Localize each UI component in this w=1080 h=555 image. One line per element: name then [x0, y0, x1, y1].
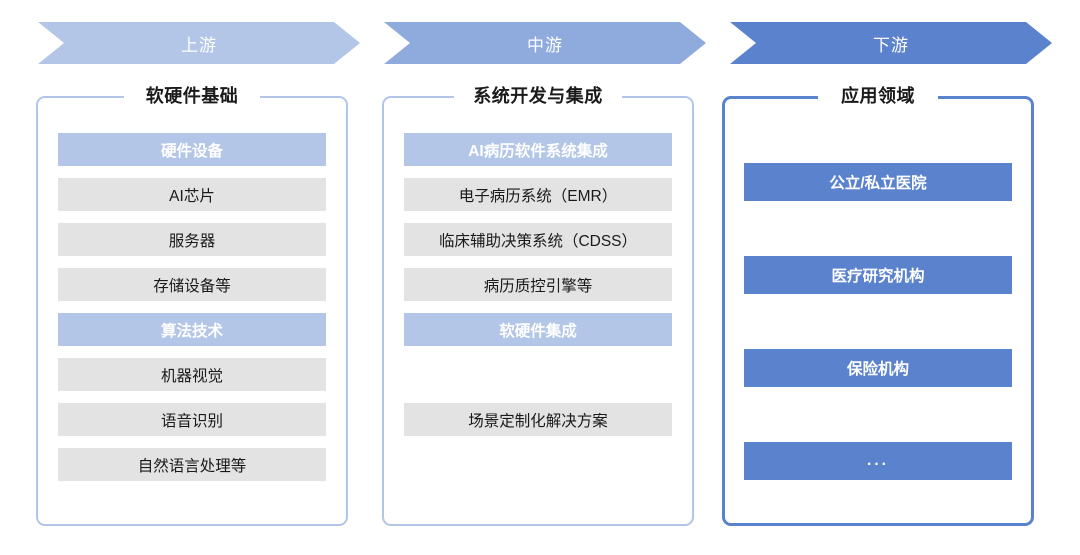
list-item[interactable]: AI芯片 — [58, 178, 326, 211]
column-midstream-title: 系统开发与集成 — [473, 86, 603, 106]
stage-arrow-midstream[interactable]: 中游 — [384, 22, 706, 64]
column-downstream-title-notch — [818, 89, 938, 105]
list-item[interactable]: 软硬件集成 — [404, 313, 672, 346]
column-midstream: 系统开发与集成 AI病历软件系统集成 电子病历系统（EMR） 临床辅助决策系统（… — [382, 78, 694, 526]
list-item[interactable]: 场景定制化解决方案 — [404, 403, 672, 436]
stage-arrow-midstream-label: 中游 — [527, 35, 563, 55]
list-item[interactable]: 硬件设备 — [58, 133, 326, 166]
list-item[interactable]: 算法技术 — [58, 313, 326, 346]
column-upstream-title-notch — [124, 89, 260, 105]
column-midstream-items: AI病历软件系统集成 电子病历系统（EMR） 临床辅助决策系统（CDSS） 病历… — [404, 133, 672, 512]
list-item[interactable]: 机器视觉 — [58, 358, 326, 391]
column-upstream-title: 软硬件基础 — [145, 86, 239, 106]
stage-arrow-downstream-label: 下游 — [873, 35, 909, 55]
list-item[interactable]: 临床辅助决策系统（CDSS） — [404, 223, 672, 256]
stage-arrow-downstream[interactable]: 下游 — [730, 22, 1052, 64]
stage-arrow-row: 上游 中游 下游 — [0, 0, 1080, 78]
stage-arrow-upstream[interactable]: 上游 — [38, 22, 360, 64]
list-item[interactable]: 存储设备等 — [58, 268, 326, 301]
column-downstream-title: 应用领域 — [841, 86, 915, 106]
list-item[interactable]: 医疗研究机构 — [744, 256, 1012, 294]
list-item[interactable]: AI病历软件系统集成 — [404, 133, 672, 166]
list-item[interactable]: 病历质控引擎等 — [404, 268, 672, 301]
list-item[interactable]: 服务器 — [58, 223, 326, 256]
stage-columns: 软硬件基础 硬件设备 AI芯片 服务器 存储设备等 算法技术 机器视觉 语音识别… — [0, 78, 1080, 555]
column-midstream-title-notch — [454, 89, 622, 105]
list-item[interactable]: 公立/私立医院 — [744, 163, 1012, 201]
column-downstream-items: 公立/私立医院 医疗研究机构 保险机构 ... — [744, 133, 1012, 512]
list-item[interactable]: 语音识别 — [58, 403, 326, 436]
list-item[interactable]: 电子病历系统（EMR） — [404, 178, 672, 211]
column-upstream: 软硬件基础 硬件设备 AI芯片 服务器 存储设备等 算法技术 机器视觉 语音识别… — [36, 78, 348, 526]
list-item[interactable]: ... — [744, 442, 1012, 480]
column-upstream-items: 硬件设备 AI芯片 服务器 存储设备等 算法技术 机器视觉 语音识别 自然语言处… — [58, 133, 326, 512]
list-item[interactable]: 保险机构 — [744, 349, 1012, 387]
stage-arrow-upstream-label: 上游 — [181, 35, 217, 55]
list-item[interactable]: 自然语言处理等 — [58, 448, 326, 481]
column-downstream: 应用领域 公立/私立医院 医疗研究机构 保险机构 ... — [722, 78, 1034, 526]
